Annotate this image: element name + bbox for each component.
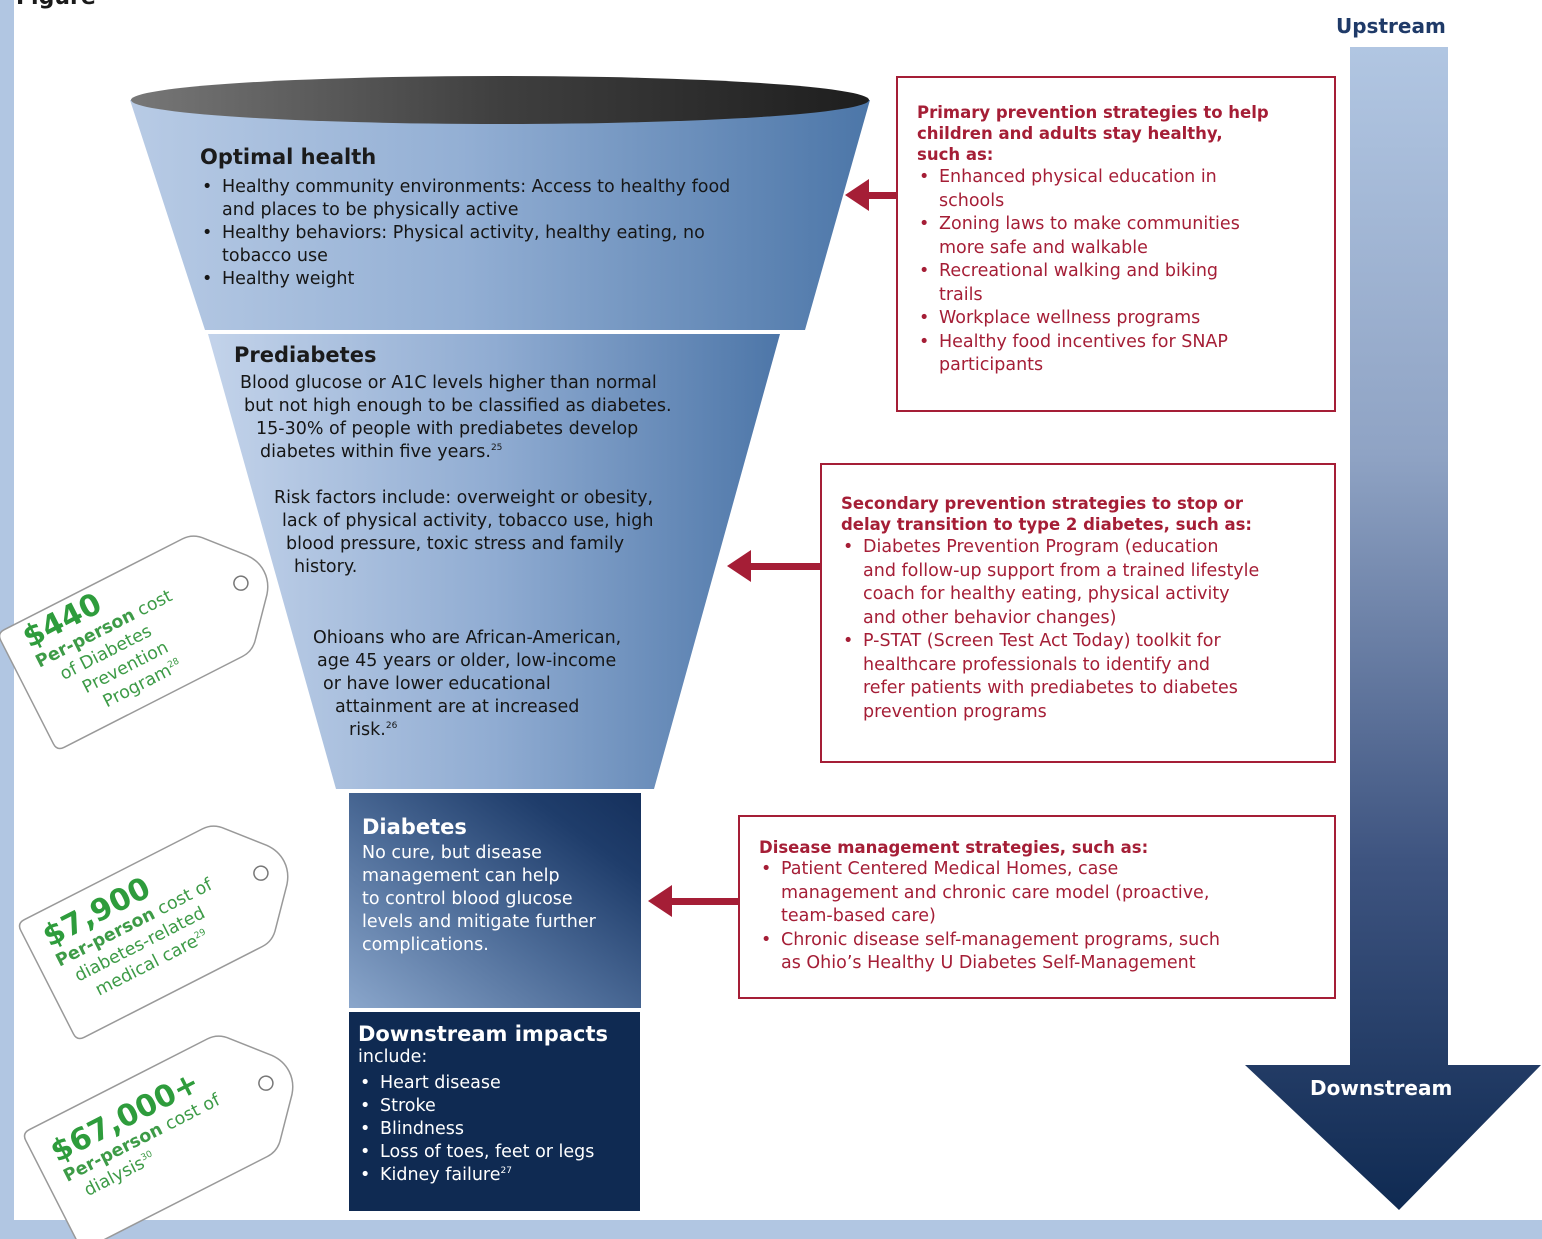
disease-management-box: Disease management strategies, such as: … — [738, 815, 1336, 999]
prediabetes-ohio-risk: Ohioans who are African-American, age 45… — [313, 628, 622, 740]
management-bullet: Chronic disease self-management programs… — [759, 929, 1220, 976]
price-tag-67000-shape — [23, 1035, 294, 1239]
downstream-label: Downstream — [1310, 1076, 1453, 1100]
secondary-strategies-list: Diabetes Prevention Program (educationan… — [841, 536, 1259, 724]
primary-title-line: children and adults stay healthy, — [917, 124, 1223, 143]
funnel-prediabetes-section — [208, 334, 780, 789]
arrow-management — [648, 885, 739, 917]
price-tag-440-shape — [0, 535, 269, 750]
impact-item: Blindness — [358, 1118, 594, 1141]
upstream-label: Upstream — [1336, 14, 1446, 38]
impact-item: Kidney failure27 — [358, 1164, 594, 1187]
prediabetes-definition: Blood glucose or A1C levels higher than … — [240, 373, 672, 462]
primary-title-line: Primary prevention strategies to help — [917, 103, 1269, 122]
primary-bullet: Healthy food incentives for SNAPparticip… — [917, 331, 1269, 378]
prediabetes-risk-factors: Risk factors include: overweight or obes… — [274, 488, 654, 577]
diabetes-description: No cure, but disease management can help… — [362, 843, 596, 955]
secondary-title-line: Secondary prevention strategies to stop … — [841, 494, 1244, 513]
management-bullet: Patient Centered Medical Homes, casemana… — [759, 858, 1220, 929]
prediabetes-title: Prediabetes — [234, 343, 377, 367]
price-tag-7900-shape — [18, 825, 289, 1040]
optimal-bullet: Healthy weight — [200, 268, 730, 291]
funnel-rim — [131, 76, 869, 124]
downstream-impacts-title: Downstream impacts — [358, 1022, 608, 1046]
impact-item: Heart disease — [358, 1072, 594, 1095]
optimal-health-list: Healthy community environments: Access t… — [200, 176, 730, 291]
primary-bullet: Workplace wellness programs — [917, 307, 1269, 331]
primary-prevention-box: Primary prevention strategies to help ch… — [896, 76, 1336, 412]
upstream-downstream-arrow — [1245, 47, 1541, 1210]
impact-item: Loss of toes, feet or legs — [358, 1141, 594, 1164]
secondary-bullet: Diabetes Prevention Program (educationan… — [841, 536, 1259, 630]
management-strategies-list: Patient Centered Medical Homes, casemana… — [759, 858, 1220, 976]
arrow-secondary — [727, 550, 820, 582]
diabetes-title: Diabetes — [362, 815, 467, 839]
secondary-bullet: P-STAT (Screen Test Act Today) toolkit f… — [841, 630, 1259, 724]
cropped-figure-heading: Figure — [0, 0, 330, 12]
primary-title-line: such as: — [917, 145, 994, 164]
management-title: Disease management strategies, such as: — [759, 838, 1149, 857]
optimal-health-title: Optimal health — [200, 145, 377, 169]
downstream-impacts-intro: include: — [358, 1047, 428, 1067]
arrow-primary — [845, 179, 898, 211]
secondary-prevention-box: Secondary prevention strategies to stop … — [820, 463, 1336, 763]
downstream-impacts-list: Heart disease Stroke Blindness Loss of t… — [358, 1072, 594, 1187]
secondary-title-line: delay transition to type 2 diabetes, suc… — [841, 515, 1253, 534]
optimal-bullet: Healthy behaviors: Physical activity, he… — [200, 222, 730, 268]
impact-item: Stroke — [358, 1095, 594, 1118]
funnel-diabetes-section — [349, 793, 641, 1008]
optimal-bullet: Healthy community environments: Access t… — [200, 176, 730, 222]
